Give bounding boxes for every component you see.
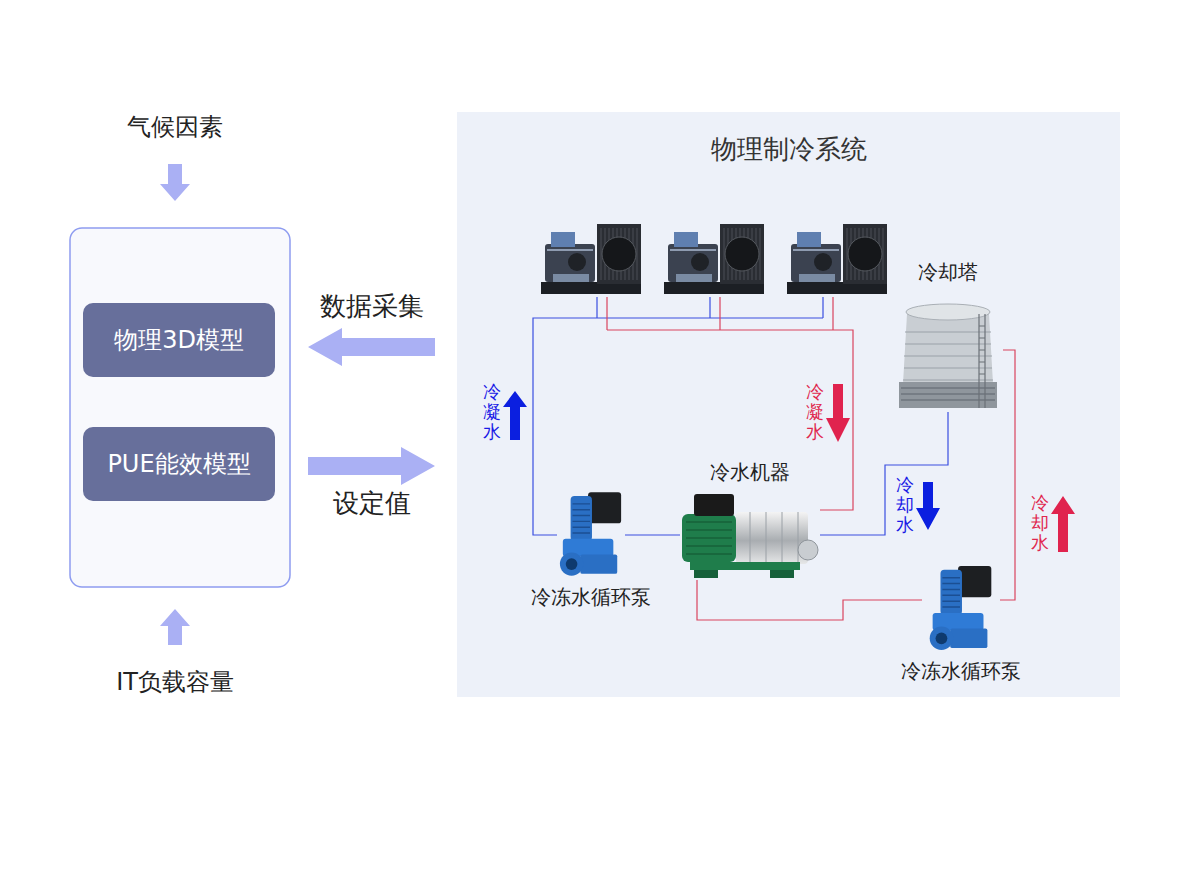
pump-picture	[930, 566, 992, 650]
compressor-unit	[541, 224, 641, 294]
circulation-pump: 冷冻水循环泵	[922, 564, 1000, 652]
system-panel-ground	[457, 112, 1120, 697]
flow-label: 冷却水	[896, 475, 914, 534]
pipe-connector	[625, 534, 680, 535]
input-arrow	[160, 164, 190, 201]
flow-arrow	[503, 391, 527, 440]
flow-arrow	[916, 482, 940, 530]
equipment-label: 冷却塔	[918, 259, 978, 286]
flow-arrow	[826, 384, 850, 442]
setpoint-arrow	[308, 447, 435, 485]
model-label: PUE能效模型	[107, 448, 250, 480]
flow-label: 冷凝水	[483, 382, 501, 441]
equipment-label: 冷冻水循环泵	[531, 584, 651, 611]
panel-title: 物理制冷系统	[711, 132, 867, 167]
text-label: 数据采集	[320, 289, 424, 324]
equipment-label: 冷冻水循环泵	[901, 658, 1021, 685]
equipment-label: 冷水机器	[710, 459, 790, 486]
pump-picture	[560, 492, 621, 576]
model-box: 物理3D模型	[83, 303, 275, 377]
text-label: 气候因素	[127, 111, 223, 143]
chiller: 冷水机器	[680, 492, 820, 580]
pipe-connector	[820, 412, 948, 535]
condenser-pipe	[607, 297, 853, 510]
data-arrow	[308, 328, 435, 366]
cooling-tower: 冷却塔	[893, 292, 1003, 412]
compressor-unit	[664, 224, 764, 294]
flow-label: 冷凝水	[806, 382, 824, 441]
chiller-picture	[682, 494, 818, 578]
compressor-unit	[787, 224, 887, 294]
model-group-outline	[70, 228, 290, 587]
text-label: IT负载容量	[116, 666, 234, 698]
model-box: PUE能效模型	[83, 427, 275, 501]
flow-arrow	[1051, 496, 1075, 552]
cooling-tower-picture	[899, 304, 997, 408]
pipe-connector	[697, 580, 922, 620]
flow-label: 冷却水	[1031, 493, 1049, 552]
system-panel: 物理制冷系统冷却塔冷水机器冷冻水循环泵冷冻水循环泵	[457, 112, 1120, 697]
circulation-pump: 冷冻水循环泵	[557, 490, 625, 578]
model-label: 物理3D模型	[114, 324, 244, 356]
input-arrow	[160, 609, 190, 645]
text-label: 设定值	[333, 486, 411, 521]
pipe-connector	[1000, 350, 1015, 600]
